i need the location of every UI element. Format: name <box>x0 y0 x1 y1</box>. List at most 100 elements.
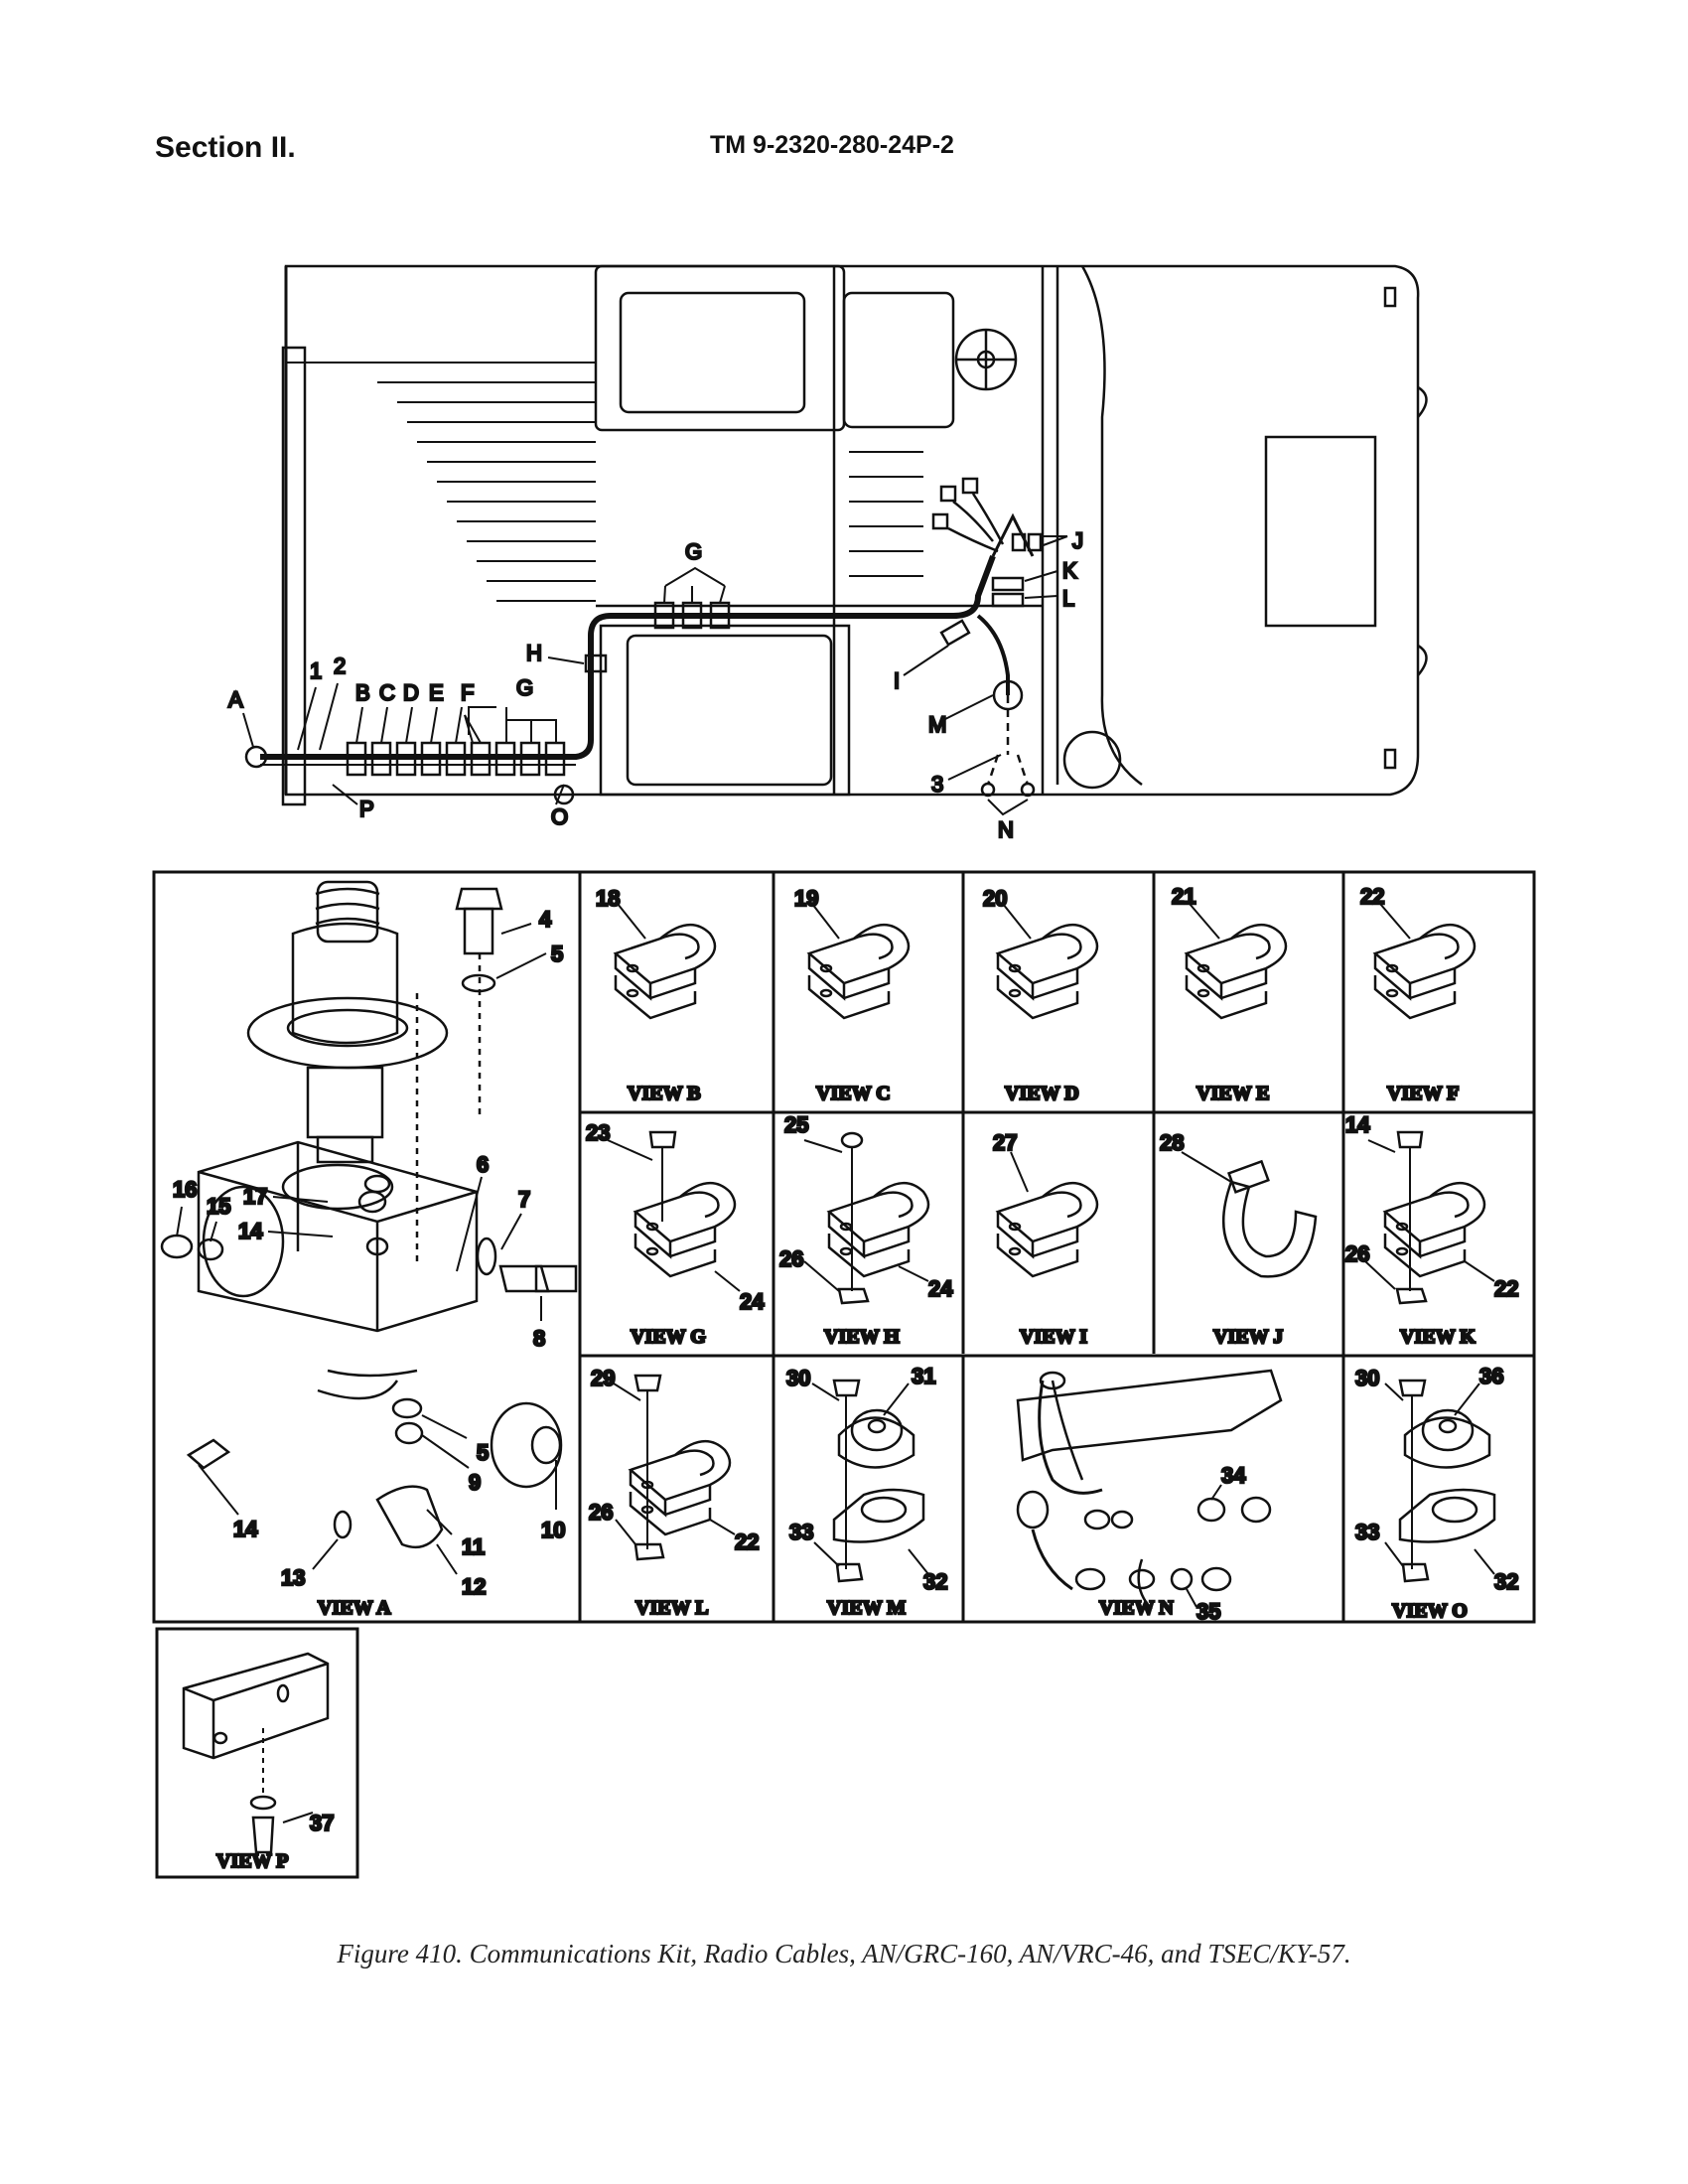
detail-grid-frame <box>152 870 1536 1879</box>
section-heading: Section II. <box>155 131 296 164</box>
item-26: 26 <box>779 1246 803 1271</box>
callout-G-upper: G <box>685 539 702 564</box>
figure-caption: Figure 410. Communications Kit, Radio Ca… <box>337 1939 1351 1968</box>
item-28: 28 <box>1160 1130 1184 1155</box>
view-o-drawing: 30 36 33 32 VIEW O <box>1354 1363 1520 1624</box>
item-16: 16 <box>173 1177 197 1202</box>
view-k-label: VIEW K <box>1400 1326 1476 1348</box>
view-n-drawing: 34 35 VIEW N <box>1016 1369 1283 1625</box>
callout-N: N <box>998 817 1014 842</box>
item-23: 23 <box>586 1120 610 1145</box>
view-i-label: VIEW I <box>1020 1326 1087 1348</box>
view-e-label: VIEW E <box>1196 1083 1270 1104</box>
callout-1: 1 <box>310 658 322 683</box>
item-17: 17 <box>243 1184 267 1209</box>
view-p-label: VIEW P <box>216 1850 288 1872</box>
item-33-o: 33 <box>1355 1520 1379 1544</box>
view-g-label: VIEW G <box>631 1326 706 1348</box>
view-b-label: VIEW B <box>628 1083 701 1104</box>
view-d-label: VIEW D <box>1005 1083 1079 1104</box>
item-8: 8 <box>533 1326 545 1351</box>
item-36: 36 <box>1479 1364 1503 1388</box>
view-c-label: VIEW C <box>816 1083 891 1104</box>
callout-B: B <box>355 680 370 705</box>
item-22: 22 <box>1360 884 1384 909</box>
callout-E: E <box>429 680 444 705</box>
view-h-drawing: 25 26 24 VIEW H <box>778 1111 955 1350</box>
item-12: 12 <box>462 1574 486 1599</box>
item-21: 21 <box>1172 884 1196 909</box>
item-5-lower: 5 <box>477 1440 489 1465</box>
item-22-l: 22 <box>735 1529 759 1554</box>
item-31: 31 <box>912 1364 935 1388</box>
item-34: 34 <box>1221 1463 1246 1488</box>
item-26-l: 26 <box>589 1500 613 1525</box>
callout-P: P <box>359 797 374 821</box>
item-35: 35 <box>1196 1599 1220 1624</box>
view-f-label: VIEW F <box>1387 1083 1459 1104</box>
view-k-drawing: 14 26 22 VIEW K <box>1344 1111 1520 1350</box>
item-32: 32 <box>923 1569 947 1594</box>
callout-K: K <box>1062 558 1077 583</box>
callout-C: C <box>379 680 395 705</box>
view-c-drawing: 19 VIEW C <box>793 885 911 1105</box>
view-m-drawing: 30 31 33 32 VIEW M <box>785 1363 949 1621</box>
item-18: 18 <box>596 886 620 911</box>
item-11: 11 <box>462 1534 485 1559</box>
item-14-lower: 14 <box>233 1517 258 1541</box>
view-i-drawing: 27 VIEW I <box>992 1129 1099 1349</box>
item-29: 29 <box>591 1366 615 1390</box>
item-37: 37 <box>310 1811 334 1835</box>
callout-F: F <box>461 680 474 705</box>
view-e-drawing: 21 VIEW E <box>1171 883 1288 1105</box>
callout-M: M <box>928 712 946 737</box>
view-a-label: VIEW A <box>318 1597 391 1619</box>
view-d-drawing: 20 VIEW D <box>982 885 1099 1105</box>
item-19: 19 <box>794 886 818 911</box>
item-15: 15 <box>207 1194 230 1219</box>
callout-3: 3 <box>931 772 943 797</box>
item-24: 24 <box>740 1289 765 1314</box>
view-n-label: VIEW N <box>1099 1597 1174 1619</box>
item-32-o: 32 <box>1494 1569 1518 1594</box>
item-33: 33 <box>789 1520 813 1544</box>
callout-J: J <box>1072 528 1083 553</box>
view-b-drawing: 18 VIEW B <box>595 885 717 1105</box>
item-9: 9 <box>469 1470 481 1495</box>
view-m-label: VIEW M <box>827 1597 906 1619</box>
item-30: 30 <box>786 1366 810 1390</box>
vehicle-overview: A 1 2 B C D E F G H G I J K L M 3 N O P <box>227 264 1428 843</box>
callout-A: A <box>228 687 243 712</box>
item-30-o: 30 <box>1355 1366 1379 1390</box>
item-4: 4 <box>539 907 552 932</box>
item-20: 20 <box>983 886 1007 911</box>
item-22-k: 22 <box>1494 1276 1518 1301</box>
view-h-label: VIEW H <box>824 1326 900 1348</box>
item-13: 13 <box>281 1565 305 1590</box>
callout-L: L <box>1062 586 1074 611</box>
view-j-drawing: 28 VIEW J <box>1159 1129 1318 1349</box>
tm-number: TM 9-2320-280-24P-2 <box>710 131 954 159</box>
callout-O: O <box>551 804 568 829</box>
item-25: 25 <box>784 1112 808 1137</box>
callout-D: D <box>403 680 419 705</box>
item-14-upper: 14 <box>238 1219 263 1243</box>
callout-I: I <box>894 668 900 693</box>
item-5: 5 <box>551 942 563 966</box>
callout-G-lower: G <box>516 675 533 700</box>
view-o-label: VIEW O <box>1392 1600 1468 1622</box>
view-p-drawing: 37 VIEW P <box>182 1652 336 1873</box>
view-a-drawing: 4 5 6 7 8 16 15 17 14 5 9 10 11 12 13 14… <box>160 880 578 1620</box>
item-7: 7 <box>518 1187 530 1212</box>
item-26-k: 26 <box>1345 1241 1369 1266</box>
view-g-drawing: 23 24 VIEW G <box>585 1119 767 1350</box>
callout-2: 2 <box>334 654 346 678</box>
item-14-k: 14 <box>1345 1112 1370 1137</box>
view-j-label: VIEW J <box>1213 1326 1283 1348</box>
view-l-drawing: 29 26 22 VIEW L <box>588 1365 761 1621</box>
item-10: 10 <box>541 1518 565 1542</box>
view-f-drawing: 22 VIEW F <box>1359 883 1477 1105</box>
callout-H: H <box>526 641 542 665</box>
item-6: 6 <box>477 1152 489 1177</box>
